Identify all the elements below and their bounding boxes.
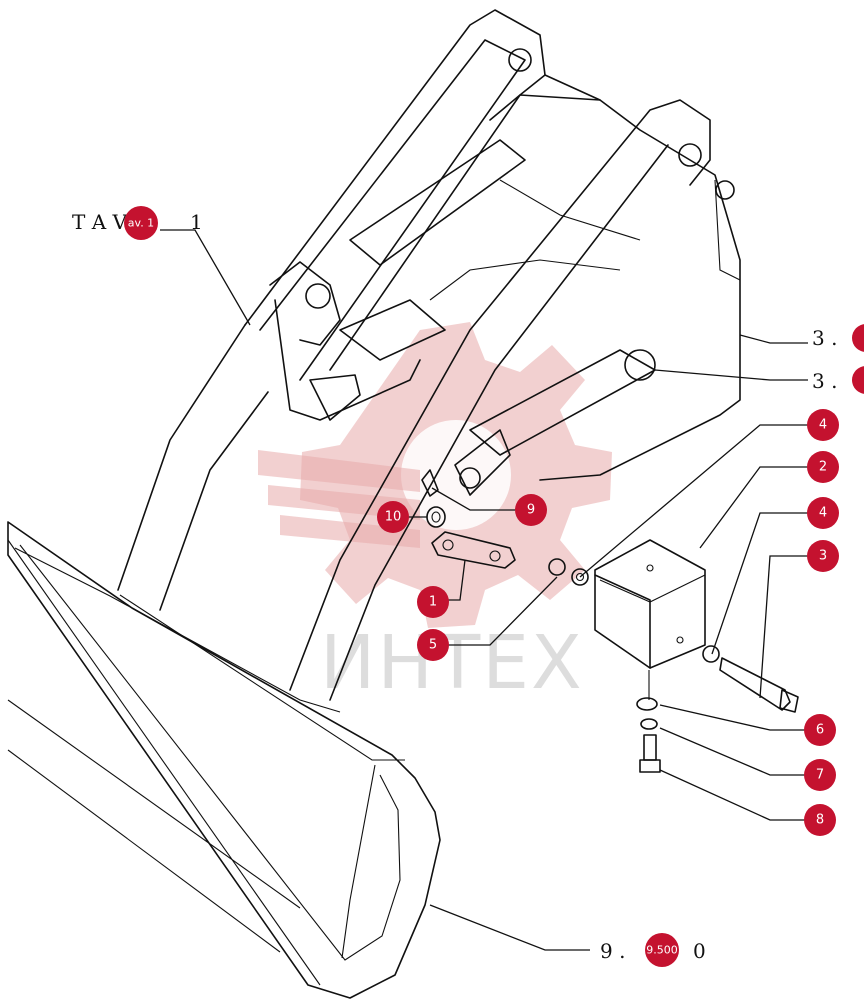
ref-3-bottom: 3 .	[812, 369, 837, 393]
callout-8: 8	[804, 804, 836, 836]
ref-3-bottom-badge	[852, 366, 864, 394]
callout-5: 5	[417, 629, 449, 661]
ref-tav-badge: av. 1	[124, 206, 158, 240]
ref-9-badge: 9.500	[645, 933, 679, 967]
ref-9-suffix: 0	[693, 939, 706, 963]
callout-4-bottom-text: 4	[819, 506, 827, 521]
callout-8-text: 8	[816, 813, 824, 828]
callout-6-text: 6	[816, 723, 824, 738]
callout-7: 7	[804, 759, 836, 791]
leader-lines	[160, 229, 808, 951]
callout-2: 2	[807, 451, 839, 483]
ref-3-top: 3 .	[812, 326, 837, 350]
watermark-logo	[258, 322, 612, 628]
callout-7-text: 7	[816, 768, 824, 783]
callout-9: 9	[515, 494, 547, 526]
callout-10-text: 10	[385, 510, 402, 525]
ref-tav-suffix: 1	[190, 210, 203, 234]
callout-9-text: 9	[527, 503, 535, 518]
callout-1-text: 1	[429, 595, 437, 610]
callout-4-bottom: 4	[807, 497, 839, 529]
ref-tav-prefix: T A V	[72, 210, 127, 234]
ref-9-prefix: 9 .	[600, 939, 625, 963]
callout-10: 10	[377, 501, 409, 533]
callout-1: 1	[417, 586, 449, 618]
callout-3-text: 3	[819, 549, 827, 564]
ref-tav: T A V av. 1 1	[72, 206, 203, 240]
loader-frame	[117, 9, 741, 701]
ref-9-badge-text: 9.500	[646, 944, 678, 957]
callout-4-top: 4	[807, 409, 839, 441]
ref-9: 9 . 9.500 0	[600, 933, 706, 967]
ref-3-top-badge	[852, 324, 864, 352]
ref-tav-badge-text: av. 1	[128, 217, 154, 230]
callout-3: 3	[807, 540, 839, 572]
watermark-text: ИНТЕХ	[320, 620, 584, 706]
bucket	[7, 521, 441, 999]
callout-5-text: 5	[429, 638, 437, 653]
callout-4-top-text: 4	[819, 418, 827, 433]
callout-2-text: 2	[819, 460, 827, 475]
callout-6: 6	[804, 714, 836, 746]
